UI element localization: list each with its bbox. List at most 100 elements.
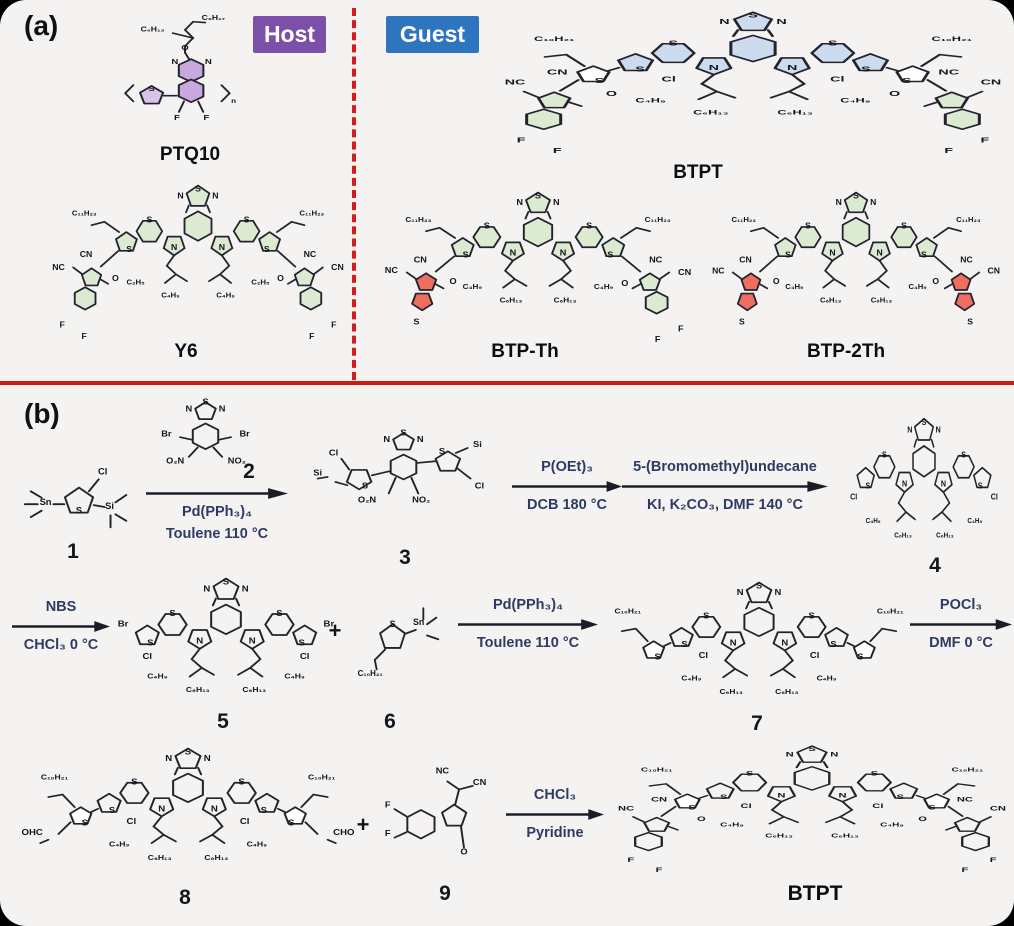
atom-label: F xyxy=(655,335,661,344)
bond xyxy=(782,816,800,824)
bond xyxy=(648,783,682,795)
arrow-1-below2: Toulene 110 °C xyxy=(165,526,269,542)
ring xyxy=(796,615,827,638)
atom-label: N xyxy=(516,198,523,207)
ring xyxy=(852,640,876,659)
bond xyxy=(513,278,528,287)
ring xyxy=(729,34,777,63)
atom-label: S xyxy=(595,77,605,85)
ring xyxy=(638,272,661,291)
ring xyxy=(601,237,626,258)
ring xyxy=(961,831,990,852)
bond xyxy=(237,667,252,676)
atom-label: CN xyxy=(331,262,344,272)
ring xyxy=(574,226,604,249)
bond xyxy=(334,481,349,487)
bond xyxy=(410,476,420,495)
arrow-6-below1: DMF 0 °C xyxy=(929,635,993,651)
bond xyxy=(658,271,671,280)
atom-label: O xyxy=(932,276,939,286)
ring xyxy=(691,615,722,638)
ring xyxy=(841,216,871,248)
bond xyxy=(29,490,43,499)
atom-label: C₄H₉ xyxy=(817,674,838,682)
atom-label: N xyxy=(730,638,737,647)
atom-label: Br xyxy=(239,429,250,438)
atom-label: S xyxy=(131,777,138,786)
bond xyxy=(915,794,927,799)
ring xyxy=(934,91,970,109)
atom-label: S xyxy=(871,770,878,777)
bond xyxy=(943,283,953,290)
atom-label: S xyxy=(586,221,592,230)
atom-label: CN xyxy=(547,69,568,77)
atom-label: N xyxy=(777,792,785,799)
atom-label: C₁₀H₂₁ xyxy=(877,607,904,615)
atom-label: S xyxy=(739,317,745,327)
reaction-arrow-7: CHCl₃ Pyridine xyxy=(506,786,604,843)
reaction-arrow-5: Pd(PPh₃)₄ Toulene 110 °C xyxy=(458,596,598,653)
atom-label: S xyxy=(484,221,490,230)
compound-number-2: 2 xyxy=(243,460,255,483)
ring xyxy=(913,417,935,441)
ring xyxy=(174,747,202,770)
ring xyxy=(774,237,797,258)
bond xyxy=(211,597,217,607)
atom-label: N xyxy=(719,18,729,26)
ring xyxy=(389,453,418,481)
atom-label: Si xyxy=(473,440,482,449)
atom-label: N xyxy=(417,435,424,444)
atom-label: S xyxy=(928,804,935,811)
atom-label: n xyxy=(231,97,237,105)
atom-label: N xyxy=(203,584,210,593)
atom-label: S xyxy=(147,638,153,647)
ring xyxy=(843,191,869,214)
ring xyxy=(695,57,733,76)
atom-label: C₄H₉ xyxy=(635,97,665,104)
ring xyxy=(766,786,796,803)
atom-label: S xyxy=(195,184,201,194)
bond xyxy=(89,807,99,813)
atom-label: S xyxy=(362,481,368,490)
atom-label: CHO xyxy=(333,828,354,837)
atom-label: N xyxy=(171,57,178,66)
atom-label: CN xyxy=(80,249,93,259)
bond xyxy=(39,838,50,844)
ring xyxy=(293,267,315,287)
atom-label: S xyxy=(967,317,973,327)
ring xyxy=(379,623,406,649)
atom-label: S xyxy=(746,770,753,777)
atom-label: Cl xyxy=(127,817,137,826)
atom-label: F xyxy=(203,113,209,122)
compound-number-1: 1 xyxy=(67,540,79,563)
atom-label: S xyxy=(853,191,859,201)
atom-label: C₁₁H₂₃ xyxy=(405,215,432,223)
atom-label: N xyxy=(876,248,882,258)
atom-label: O xyxy=(606,90,617,98)
bond xyxy=(947,805,964,817)
atom-label: NC xyxy=(618,805,635,812)
atom-label: CN xyxy=(414,255,427,264)
atom-label: S xyxy=(82,818,89,827)
molecule-name-btpt-final: BTPT xyxy=(787,882,843,905)
bond xyxy=(426,634,440,641)
atom-label: S xyxy=(261,806,268,815)
atom-label: S xyxy=(866,481,871,491)
atom-label: S xyxy=(413,317,419,326)
bond xyxy=(766,29,775,37)
bond xyxy=(795,761,802,769)
bond xyxy=(846,642,856,648)
bond xyxy=(759,255,779,273)
atom-label: C₆H₁₃ xyxy=(936,532,954,540)
atom-label: N xyxy=(383,435,390,444)
atom-label: C₄H₉ xyxy=(720,821,744,827)
atom-label: NO₂ xyxy=(412,495,430,504)
arrow-7-below1: Pyridine xyxy=(526,825,584,841)
atom-label: C₄H₉ xyxy=(866,518,881,526)
bond xyxy=(197,100,205,113)
bond xyxy=(276,250,297,268)
